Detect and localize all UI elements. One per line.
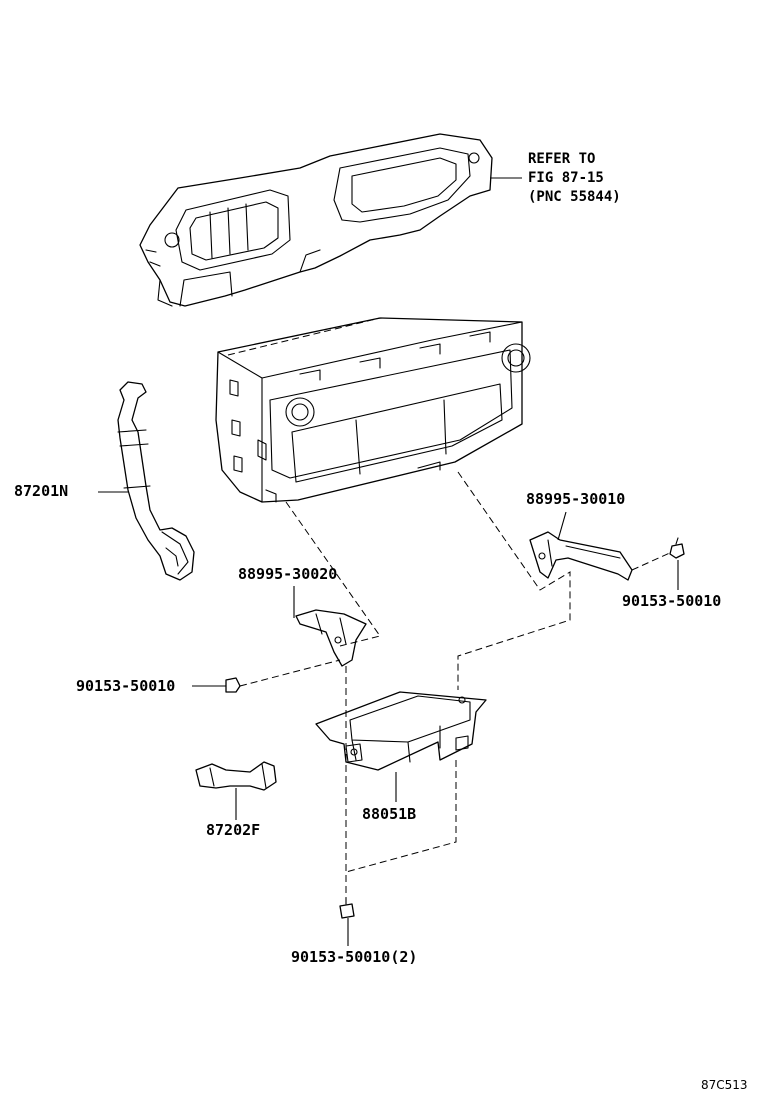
refer-label-line1: REFER TO [528, 151, 596, 167]
bolt-left [225, 677, 241, 693]
bracket-88995-30020 [295, 609, 367, 667]
bracket-88995-30010 [529, 531, 633, 581]
leader-lines [98, 177, 679, 946]
bolt-bottom [339, 897, 355, 919]
refer-label-line3: (PNC 55844) [528, 189, 621, 205]
bolt-right [669, 537, 685, 559]
part-label-87202f[interactable]: 87202F [206, 821, 261, 839]
radio-display-unit [215, 317, 531, 503]
module-88051b [315, 691, 487, 771]
part-label-87201n[interactable]: 87201N [14, 482, 69, 500]
figure-code: 87C513 [701, 1078, 748, 1092]
assembly-dash-lines [227, 317, 673, 906]
part-label-88995-30020[interactable]: 88995-30020 [238, 565, 338, 583]
antenna-cord-87201n [117, 381, 195, 581]
part-label-90153-50010-right[interactable]: 90153-50010 [622, 592, 722, 610]
refer-label-line2: FIG 87-15 [528, 170, 604, 186]
part-label-90153-50010-bottom[interactable]: 90153-50010(2) [291, 948, 418, 966]
part-label-88051b[interactable]: 88051B [362, 805, 417, 823]
dash-vent-panel [139, 133, 493, 307]
part-label-90153-50010-left[interactable]: 90153-50010 [76, 677, 176, 695]
part-label-88995-30010[interactable]: 88995-30010 [526, 490, 626, 508]
antenna-cord-87202f [195, 761, 277, 791]
